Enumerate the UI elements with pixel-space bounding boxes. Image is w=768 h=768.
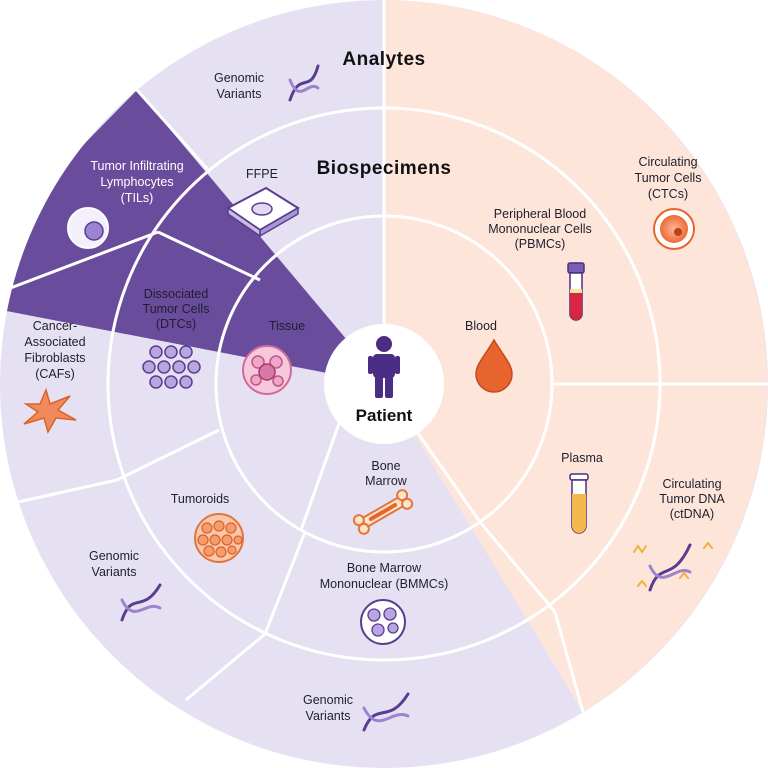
til-line3: (TILs) xyxy=(121,191,154,205)
center-patient: Patient xyxy=(324,324,444,444)
outer-til: Tumor Infiltrating Lymphocytes (TILs) xyxy=(67,159,184,249)
caf-line3: Fibroblasts xyxy=(24,351,85,365)
fibroblast-icon xyxy=(23,387,77,434)
dna-fragment-icon xyxy=(633,541,713,587)
dtc-label-line3: (DTCs) xyxy=(156,317,196,331)
tissue-icon xyxy=(242,345,292,395)
dna-icon xyxy=(288,64,320,102)
dna-icon xyxy=(362,692,410,732)
ffpe-slide-icon xyxy=(226,186,300,238)
outer-genomic-top: Genomic Variants xyxy=(214,64,320,102)
inner-tissue: Tissue xyxy=(242,319,305,395)
ctdna-line1: Circulating xyxy=(662,477,721,491)
tumoroid-icon xyxy=(194,513,244,563)
center-label: Patient xyxy=(356,406,413,425)
tumoroids-label: Tumoroids xyxy=(171,492,230,506)
bmmc-label-line2: Mononuclear (BMMCs) xyxy=(320,577,449,591)
pbmc-tube-icon xyxy=(567,262,585,321)
blood-drop-icon xyxy=(475,338,513,393)
caf-line4: (CAFs) xyxy=(35,367,75,381)
bmmc-petri-icon xyxy=(360,599,406,645)
genomic-top-line2: Variants xyxy=(217,87,262,101)
inner-bone-marrow: Bone Marrow xyxy=(352,459,414,535)
genomic-bottom-line1: Genomic xyxy=(303,693,353,707)
genomic-top-line1: Genomic xyxy=(214,71,264,85)
ffpe-label: FFPE xyxy=(246,167,278,181)
middle-ffpe: FFPE xyxy=(226,167,300,238)
outer-genomic-left: Genomic Variants xyxy=(89,549,162,622)
blood-sector xyxy=(384,0,768,712)
til-line1: Tumor Infiltrating xyxy=(90,159,183,173)
plasma-label: Plasma xyxy=(561,451,603,465)
outer-genomic-bottom: Genomic Variants xyxy=(303,692,410,732)
ring-lines xyxy=(0,0,768,712)
blood-label: Blood xyxy=(465,319,497,333)
middle-bmmc: Bone Marrow Mononuclear (BMMCs) xyxy=(320,561,449,645)
analytes-title: Analytes xyxy=(342,49,425,70)
person-icon xyxy=(368,336,400,398)
center-circle xyxy=(324,324,444,444)
dna-icon xyxy=(120,583,162,622)
pbmc-label-line3: (PBMCs) xyxy=(515,237,566,251)
dtc-cells-icon xyxy=(142,345,201,389)
ctdna-line3: (ctDNA) xyxy=(670,507,714,521)
biospecimens-title: Biospecimens xyxy=(317,158,452,179)
outer-ctc: Circulating Tumor Cells (CTCs) xyxy=(635,155,702,250)
bmmc-label-line1: Bone Marrow xyxy=(347,561,422,575)
bone-label-line1: Bone xyxy=(371,459,400,473)
til-line2: Lymphocytes xyxy=(100,175,173,189)
pbmc-label-line1: Peripheral Blood xyxy=(494,207,586,221)
ctdna-line2: Tumor DNA xyxy=(659,492,725,506)
caf-line1: Cancer- xyxy=(33,319,77,333)
middle-tumoroids: Tumoroids xyxy=(171,492,244,563)
ctc-line2: Tumor Cells xyxy=(635,171,702,185)
middle-plasma: Plasma xyxy=(561,451,603,534)
middle-dtc: Dissociated Tumor Cells (DTCs) xyxy=(142,287,210,389)
plasma-tube-icon xyxy=(569,473,589,534)
ctc-line3: (CTCs) xyxy=(648,187,688,201)
dtc-label-line1: Dissociated xyxy=(144,287,209,301)
inner-blood: Blood xyxy=(465,319,513,393)
ctc-cell-icon xyxy=(653,208,695,250)
bone-label-line2: Marrow xyxy=(365,474,408,488)
lymphocyte-icon xyxy=(67,207,109,249)
pbmc-label-line2: Mononuclear Cells xyxy=(488,222,592,236)
genomic-bottom-line2: Variants xyxy=(306,709,351,723)
dtc-label-line2: Tumor Cells xyxy=(143,302,210,316)
ctdna-dna-icon xyxy=(648,543,692,592)
outer-caf: Cancer- Associated Fibroblasts (CAFs) xyxy=(23,319,86,434)
outer-ctdna: Circulating Tumor DNA (ctDNA) xyxy=(633,477,725,592)
caf-line2: Associated xyxy=(24,335,85,349)
genomic-left-line1: Genomic xyxy=(89,549,139,563)
middle-pbmc: Peripheral Blood Mononuclear Cells (PBMC… xyxy=(488,207,592,321)
genomic-left-line2: Variants xyxy=(92,565,137,579)
bone-icon xyxy=(352,489,414,535)
ctc-line1: Circulating xyxy=(638,155,697,169)
tissue-label: Tissue xyxy=(269,319,305,333)
